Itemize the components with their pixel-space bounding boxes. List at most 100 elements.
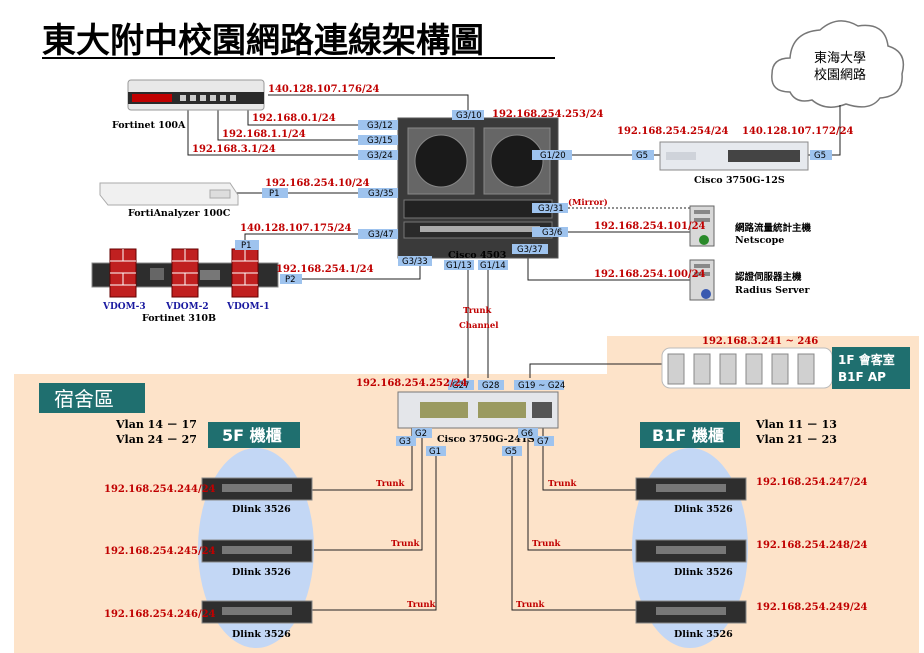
dlink-switch-2	[201, 539, 313, 563]
ip-dlink-4: 192.168.254.247/24	[756, 477, 868, 488]
port-g331: G3/31	[538, 204, 564, 214]
port-g333: G3/33	[402, 257, 428, 267]
trunk-label-r1: Trunk	[548, 479, 578, 489]
ap-zone-badge	[832, 347, 910, 389]
radius-cn-label: 認證伺服器主機	[735, 271, 802, 283]
radius-label: Radius Server	[735, 285, 811, 296]
ip-dlink-1: 192.168.254.244/24	[104, 484, 216, 495]
connection-lines	[187, 94, 841, 611]
port-g1: G1	[429, 447, 441, 457]
dlink-switch-6	[635, 600, 747, 624]
ip-dlink-5: 192.168.254.248/24	[756, 540, 868, 551]
ip-g310: 192.168.254.253/24	[492, 109, 604, 120]
cisco-3750g-24ts-label: Cisco 3750G-24TS	[437, 434, 535, 445]
port-g347: G3/47	[368, 230, 394, 240]
fortianalyzer-device	[99, 182, 239, 206]
ip-analyzer: 192.168.254.10/24	[265, 178, 370, 189]
port-g36: G3/6	[542, 228, 562, 238]
port-p1-310b: P1	[241, 241, 252, 251]
trunk-label-l3: Trunk	[407, 600, 437, 610]
cisco-3750g-12s-label: Cisco 3750G-12S	[694, 175, 785, 186]
trunk-label-l2: Trunk	[391, 539, 421, 549]
ip-dlink-6: 192.168.254.249/24	[756, 602, 868, 613]
vlan-right-2: Vlan 21 － 23	[755, 433, 837, 446]
port-g335: G3/35	[368, 189, 394, 199]
cabinet-5f-label: 5F 機櫃	[222, 426, 282, 445]
trunk-label-r3: Trunk	[516, 600, 546, 610]
channel-label: Channel	[459, 321, 499, 331]
vdom-3-label: VDOM-3	[102, 302, 146, 312]
trunk-label-l1: Trunk	[376, 479, 406, 489]
dlink-switch-1	[201, 477, 313, 501]
cabinet-b1f-label: B1F 機櫃	[652, 426, 724, 445]
port-g120: G1/20	[540, 151, 566, 161]
cabinet-b1f-badge	[640, 422, 740, 448]
cisco-4503-label: Cisco 4503	[448, 250, 506, 261]
port-g310: G3/10	[456, 111, 482, 121]
port-g315: G3/15	[367, 136, 393, 146]
port-p1-analyzer: P1	[269, 189, 280, 199]
trunk-label-r2: Trunk	[532, 539, 562, 549]
port-g324: G3/24	[367, 151, 393, 161]
dlink-switch-5	[635, 539, 747, 563]
server-icon	[689, 205, 715, 247]
port-g114: G1/14	[480, 261, 506, 271]
dlink-label-4: Dlink 3526	[674, 504, 733, 515]
ip-g312: 192.168.0.1/24	[252, 113, 336, 124]
ip-12s-left: 192.168.254.254/24	[617, 126, 729, 137]
port-g3: G3	[399, 437, 411, 447]
dorm-zone-label: 宿舍區	[54, 387, 114, 411]
port-g28: G28	[482, 381, 499, 391]
fortianalyzer-label: FortiAnalyzer 100C	[128, 208, 231, 219]
dlink-label-3: Dlink 3526	[232, 629, 291, 640]
vlan-right-1: Vlan 11 － 13	[755, 418, 837, 431]
ip-dlink-3: 192.168.254.246/24	[104, 609, 216, 620]
fortinet-100a-label: Fortinet 100A	[112, 120, 186, 131]
fortinet-310b-label: Fortinet 310B	[142, 313, 216, 324]
ip-netscope: 192.168.254.101/24	[594, 221, 706, 232]
port-labels: G3/10 G3/12 G3/15 G3/24 G3/35 G3/47 G3/3…	[235, 110, 832, 457]
port-g337: G3/37	[517, 245, 543, 255]
port-g7: G7	[537, 437, 549, 447]
ip-24ts: 192.168.254.252/24	[356, 378, 468, 389]
dlink-label-6: Dlink 3526	[674, 629, 733, 640]
vlan-left-2: Vlan 24 － 27	[115, 433, 197, 446]
trunk-label-uplink: Trunk	[463, 306, 493, 316]
mirror-label: (Mirror)	[568, 197, 608, 208]
cloud-icon	[771, 20, 905, 108]
dlink-label-2: Dlink 3526	[232, 567, 291, 578]
port-g5-left: G5	[636, 151, 648, 161]
ap-zone-label-2: B1F AP	[838, 370, 886, 384]
access-point-icon	[661, 347, 833, 389]
cisco-3750g-12s-device	[659, 141, 809, 171]
cisco-4503-device	[397, 117, 559, 259]
port-g113: G1/13	[446, 261, 472, 271]
dlink-label-5: Dlink 3526	[674, 567, 733, 578]
cloud-label-1: 東海大學	[814, 50, 866, 66]
vdom-1-label: VDOM-1	[226, 302, 270, 312]
port-g312: G3/12	[367, 121, 393, 131]
vdom-2-label: VDOM-2	[165, 302, 209, 312]
dorm-zone-badge	[39, 383, 145, 413]
ip-12s-right: 140.128.107.172/24	[742, 126, 854, 137]
ip-310b-p2: 192.168.254.1/24	[276, 264, 374, 275]
port-g5: G5	[505, 447, 517, 457]
port-g27: G27	[452, 381, 469, 391]
port-g19-g24: G19 ~ G24	[518, 381, 565, 391]
netscope-cn-label: 網路流量統計主機	[735, 222, 812, 234]
dlink-label-1: Dlink 3526	[232, 504, 291, 515]
ip-dlink-2: 192.168.254.245/24	[104, 546, 216, 557]
page-title: 東大附中校園網路連線架構圖	[42, 21, 484, 61]
ip-100a-wan: 140.128.107.176/24	[268, 84, 380, 95]
port-g2: G2	[415, 429, 427, 439]
dlink-switch-4	[635, 477, 747, 501]
ip-g324: 192.168.3.1/24	[192, 144, 276, 155]
ip-310b-p1: 140.128.107.175/24	[240, 223, 352, 234]
server-icon	[689, 259, 715, 301]
cabinet-5f-badge	[208, 422, 300, 448]
ap-range-label: 192.168.3.241 ~ 246	[702, 336, 818, 347]
ip-g315: 192.168.1.1/24	[222, 129, 306, 140]
port-g5-right: G5	[814, 151, 826, 161]
dlink-switch-3	[201, 600, 313, 624]
